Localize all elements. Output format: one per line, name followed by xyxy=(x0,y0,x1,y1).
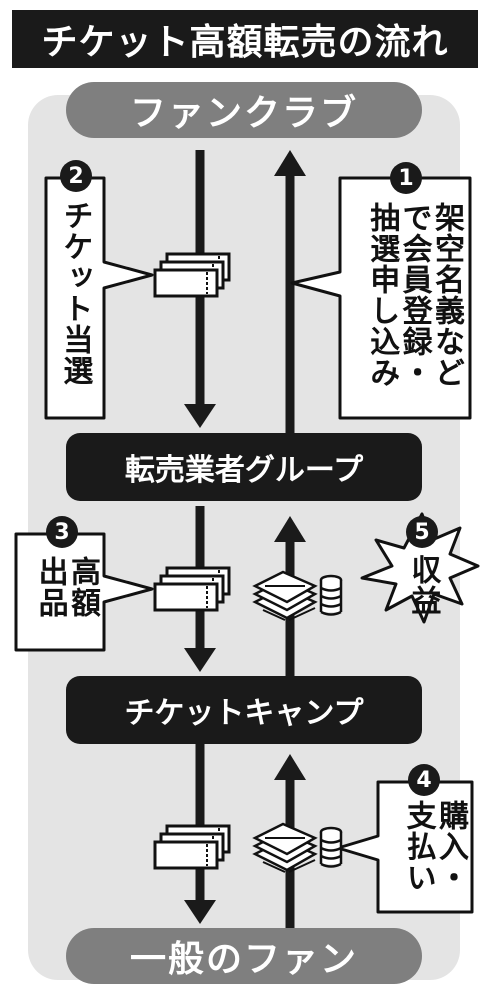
step-5-badge: 5 xyxy=(406,516,438,548)
ticket-icon xyxy=(153,824,231,870)
step-4-text: 購入・ 支払い xyxy=(400,800,468,910)
reseller-group-node: 転売業者グループ xyxy=(66,433,422,501)
step-1-line: 架空名義など xyxy=(429,202,464,388)
step-3-badge: 3 xyxy=(46,516,78,548)
general-fans-node: 一般のファン xyxy=(66,928,422,984)
step-2-badge: 2 xyxy=(60,160,92,192)
step-4-line: 購入・ xyxy=(433,800,468,893)
step-5-line: 収益 xyxy=(405,554,441,616)
ticket-camp-node: チケットキャンプ xyxy=(66,676,422,744)
step-3-line: 出品 xyxy=(32,556,68,618)
page-title: チケット高額転売の流れ xyxy=(12,10,478,68)
money-icon xyxy=(253,570,343,622)
step-4-line: 支払い xyxy=(400,800,436,893)
step-1-line: で会員登録・ xyxy=(396,202,432,388)
ticket-icon xyxy=(153,252,231,298)
step-3-text: 高額 出品 xyxy=(32,556,100,646)
step-5-text: 収益 xyxy=(405,554,441,624)
step-1-text: 架空名義など で会員登録・ 抽選申し込み xyxy=(364,202,464,412)
step-2-text: チケット当選 xyxy=(57,200,93,410)
ticket-icon xyxy=(153,566,231,612)
step-1-line: 抽選申し込み xyxy=(364,202,400,388)
step-2-line: チケット当選 xyxy=(57,200,93,386)
fanclub-node: ファンクラブ xyxy=(66,82,422,138)
step-3-line: 高額 xyxy=(65,556,100,618)
step-1-badge: 1 xyxy=(390,162,422,194)
step-4-badge: 4 xyxy=(408,764,440,796)
money-icon xyxy=(253,822,343,874)
